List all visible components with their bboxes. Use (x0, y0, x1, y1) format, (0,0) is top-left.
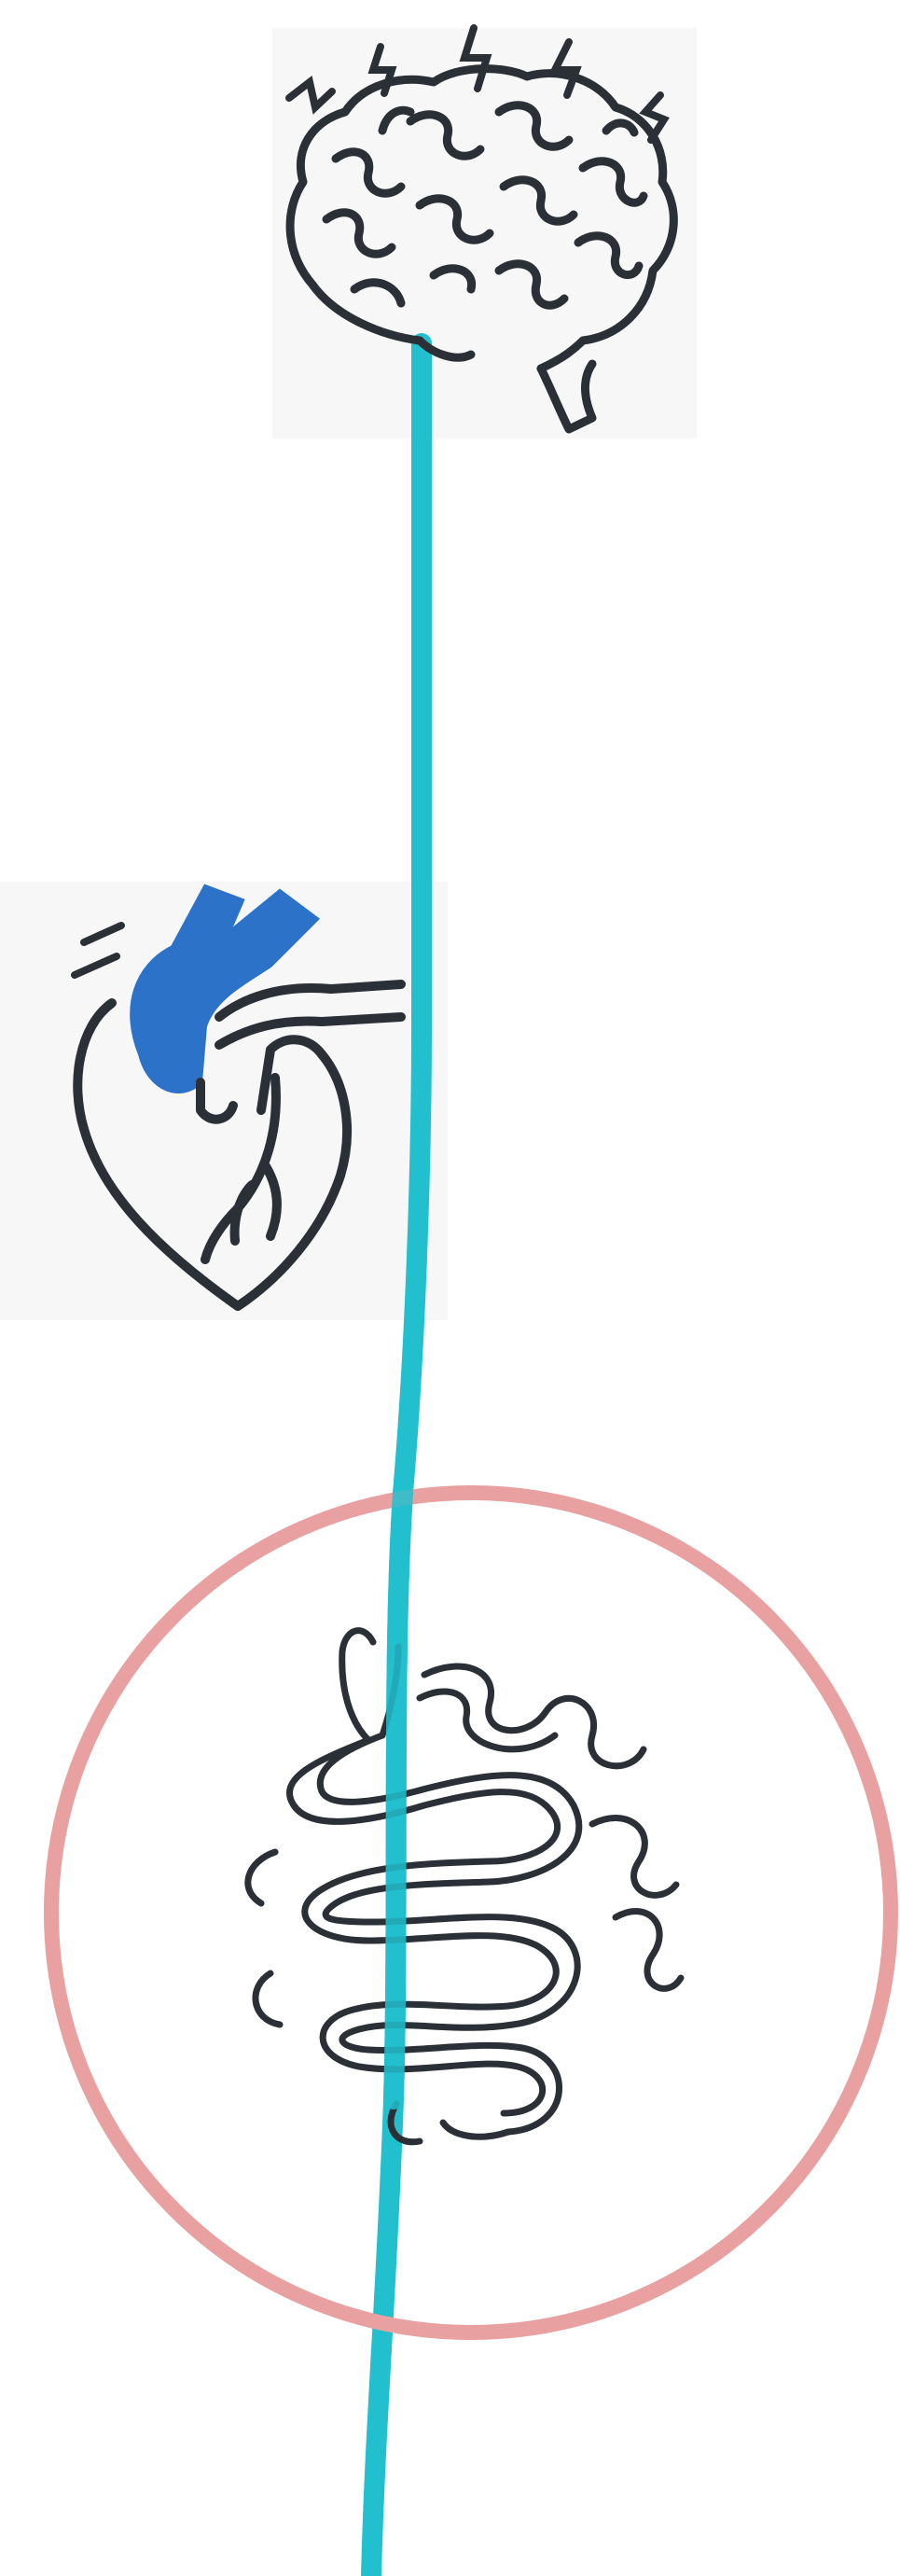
gut-brain-axis-figure (0, 0, 900, 2576)
nerve-line-overlay (0, 0, 900, 2576)
